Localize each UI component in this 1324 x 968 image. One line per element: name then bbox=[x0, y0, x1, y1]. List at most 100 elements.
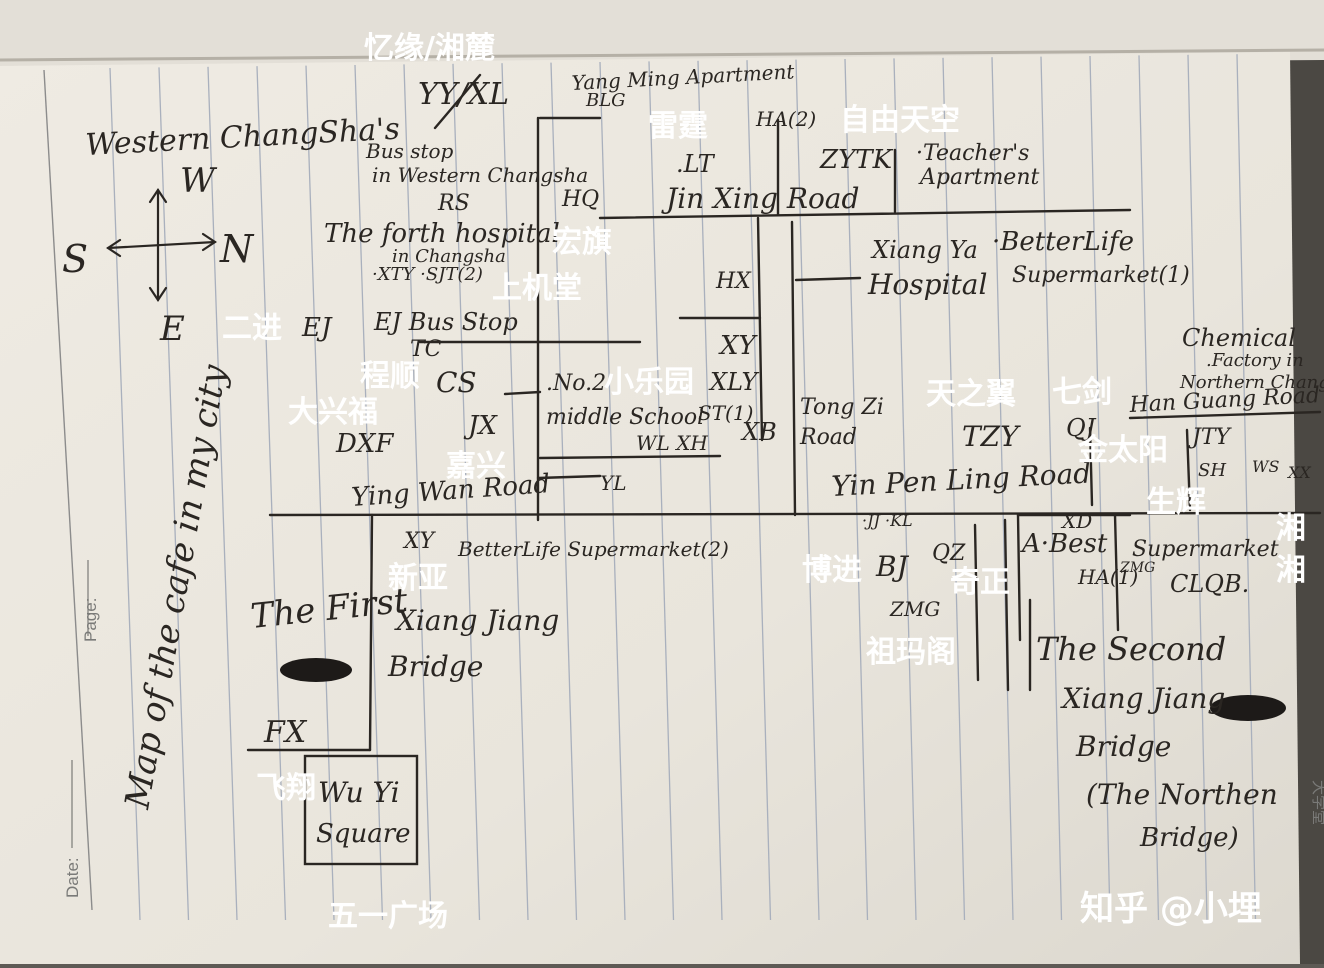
label-jinxing: Jin Xing Road bbox=[661, 182, 859, 215]
label-cs: CS bbox=[436, 366, 477, 399]
label-teachers-2: Apartment bbox=[918, 165, 1039, 190]
ruled-line bbox=[1138, 55, 1160, 921]
ruled-line bbox=[550, 62, 578, 921]
label-lt: .LT bbox=[676, 150, 716, 178]
cs-branch bbox=[503, 390, 542, 396]
label-rs: RS bbox=[437, 191, 470, 216]
label-first-2: Xiang Jiang bbox=[394, 604, 559, 637]
label-tc: TC bbox=[410, 337, 442, 362]
abest-left bbox=[1016, 513, 1022, 642]
label-blg: BLG bbox=[585, 90, 626, 111]
label-xy-top: XY bbox=[718, 331, 759, 361]
label-yy-xl: YY/XL bbox=[418, 77, 509, 112]
cn-chengshun: 程顺 bbox=[360, 359, 420, 394]
label-tzy: TZY bbox=[962, 420, 1021, 453]
ruled-line bbox=[1089, 55, 1111, 921]
label-qj: QJ bbox=[1066, 414, 1097, 442]
yl-branch bbox=[536, 474, 602, 480]
label-tongzi-2: Road bbox=[799, 425, 857, 450]
page-label: Page: bbox=[81, 598, 100, 642]
label-second-1: The Second bbox=[1036, 630, 1226, 668]
label-ej: EJ bbox=[301, 313, 333, 343]
cn-shenghui: 生辉 bbox=[1146, 485, 1206, 520]
label-first-3: Bridge bbox=[387, 650, 483, 683]
label-tongzi-1: Tong Zi bbox=[800, 395, 884, 420]
margin-line bbox=[43, 69, 93, 911]
label-chemical-2: .Factory in bbox=[1206, 350, 1304, 371]
label-betterlife-2: Supermarket(1) bbox=[1012, 263, 1190, 288]
label-wuyi-1: Wu Yi bbox=[318, 776, 400, 809]
label-hospital-1: The forth hospital bbox=[324, 219, 560, 249]
label-xly: XLY bbox=[708, 368, 759, 396]
ruled-line bbox=[403, 64, 432, 921]
second-bridge-blob bbox=[1210, 695, 1286, 721]
ruled-line bbox=[207, 66, 238, 921]
page-fold bbox=[0, 48, 1324, 62]
label-jx: JX bbox=[463, 411, 498, 441]
label-qz: QZ bbox=[932, 541, 966, 566]
chinese-overlay: 忆缘/湘麓 雷霆 自由天空 宏旗 上机堂 二进 程顺 大兴福 小乐园 嘉兴 新亚… bbox=[222, 31, 1306, 934]
ruled-line bbox=[1236, 54, 1257, 921]
cn-erjin: 二进 bbox=[222, 311, 282, 346]
label-betterlife-1: ·BetterLife bbox=[992, 227, 1134, 257]
compass-s: S bbox=[62, 237, 88, 281]
cn-daxingfu: 大兴福 bbox=[288, 395, 378, 430]
label-bj: BJ bbox=[875, 550, 910, 583]
label-ha1: HA(1) bbox=[1077, 565, 1138, 589]
label-no2-1: .No.2 bbox=[546, 371, 606, 396]
cn-hongqi: 宏旗 bbox=[552, 225, 612, 260]
label-second-4: (The Northen bbox=[1086, 778, 1278, 811]
label-jty: JTY bbox=[1188, 425, 1232, 450]
qz-line bbox=[973, 523, 980, 682]
ruled-line bbox=[991, 57, 1014, 921]
label-second-5: Bridge) bbox=[1139, 823, 1239, 853]
label-yl: YL bbox=[600, 471, 626, 495]
compass-w: W bbox=[180, 161, 218, 201]
cn-xiaoleyuan: 小乐园 bbox=[604, 365, 694, 400]
cn-qizheng: 奇正 bbox=[950, 565, 1010, 600]
label-abest-super: Supermarket bbox=[1132, 537, 1279, 562]
ruled-line bbox=[893, 58, 917, 921]
cn-leiting: 雷霆 bbox=[648, 109, 708, 144]
label-xx: XX bbox=[1286, 463, 1311, 482]
first-bridge-line bbox=[368, 513, 374, 752]
cn-yiyuan: 忆缘/湘麓 bbox=[364, 31, 495, 66]
label-sh: SH bbox=[1198, 460, 1226, 481]
label-xiangya-2: Hospital bbox=[867, 268, 987, 301]
label-second-3: Bridge bbox=[1075, 730, 1171, 763]
label-hx: HX bbox=[715, 269, 752, 294]
label-hq: HQ bbox=[561, 187, 599, 212]
ruled-lines bbox=[109, 54, 1257, 921]
compass-e: E bbox=[159, 309, 185, 349]
label-zmg: ZMG bbox=[889, 597, 940, 621]
cn-jintaiyang: 金太阳 bbox=[1077, 433, 1168, 468]
wuyi-square-box bbox=[303, 754, 419, 866]
label-chemical-3: Northern Changsha bbox=[1179, 372, 1324, 393]
cn-zumage: 祖玛阁 bbox=[866, 635, 956, 670]
label-wl-xh: WL XH bbox=[636, 431, 708, 455]
ruled-line bbox=[354, 64, 384, 921]
ruled-line bbox=[795, 59, 820, 921]
first-bridge-blob bbox=[280, 658, 352, 682]
abest-right bbox=[1113, 513, 1120, 632]
cn-feixiang: 飞翔 bbox=[256, 771, 316, 806]
label-xb: XB bbox=[740, 418, 777, 446]
tongzi-road-line bbox=[790, 220, 797, 517]
sh-line bbox=[1185, 428, 1192, 512]
hx-vertical bbox=[756, 216, 764, 442]
label-xiangya-1: Xiang Ya bbox=[870, 236, 978, 264]
cn-xiangxiang-2: 湘 bbox=[1276, 553, 1306, 588]
ruled-line bbox=[158, 67, 190, 921]
label-hospital-2: in Changsha bbox=[392, 246, 506, 267]
ruled-line bbox=[452, 63, 481, 921]
ruled-line bbox=[109, 67, 141, 921]
cn-bojin: 博进 bbox=[802, 553, 862, 588]
jinxing-road-line bbox=[598, 208, 1132, 220]
label-fx: FX bbox=[263, 715, 308, 750]
xiangya-branch bbox=[794, 276, 862, 282]
date-label: Date: bbox=[63, 857, 82, 898]
label-abest: A·Best bbox=[1020, 529, 1108, 559]
label-teachers-1: ·Teacher's bbox=[916, 141, 1029, 166]
